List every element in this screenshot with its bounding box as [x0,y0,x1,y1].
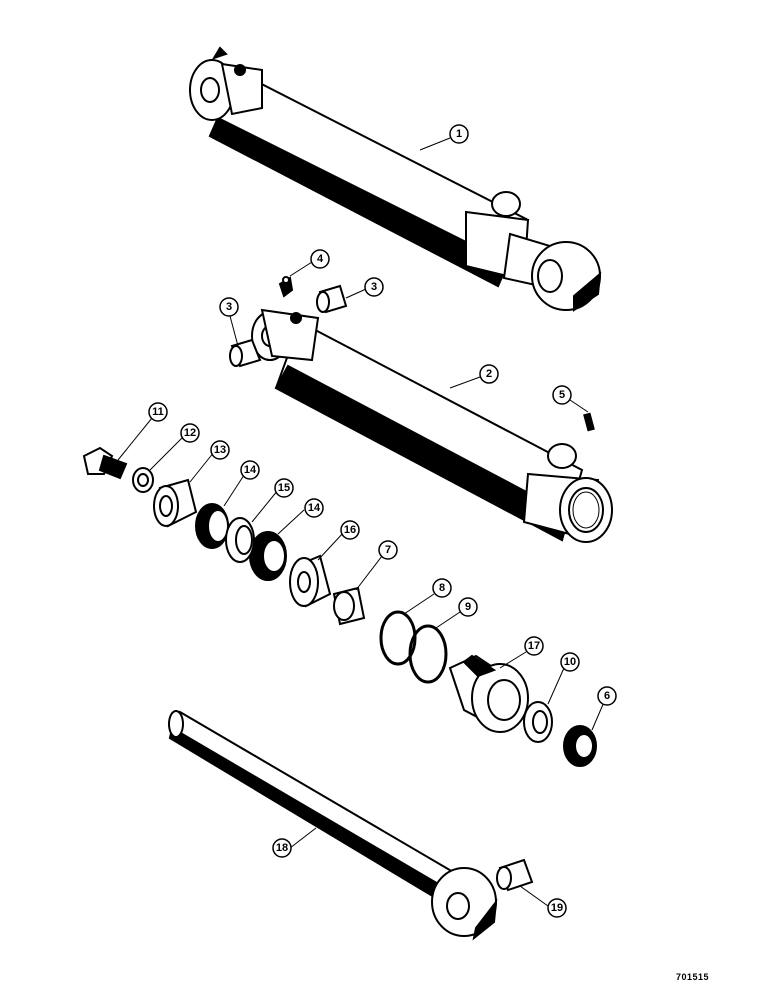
part-3-bushing-lower [229,338,262,368]
svg-text:14: 14 [308,502,321,514]
callout-5: 5 [552,385,572,405]
svg-text:4: 4 [317,253,324,265]
callout-18: 18 [272,838,292,858]
svg-text:7: 7 [385,544,391,556]
svg-text:17: 17 [528,640,540,652]
svg-text:5: 5 [559,389,565,401]
callout-13: 13 [210,440,230,460]
callout-16: 16 [340,520,360,540]
part-13-piston [153,478,198,528]
svg-text:18: 18 [276,842,288,854]
callout-15: 15 [274,478,294,498]
svg-text:12: 12 [184,427,196,439]
callout-2: 2 [479,364,499,384]
part-19-bushing [496,858,534,892]
svg-text:6: 6 [604,690,610,702]
callout-3-upper: 3 [364,277,384,297]
svg-text:10: 10 [564,656,576,668]
svg-text:9: 9 [465,601,471,613]
part-6-snap-ring [563,725,597,767]
svg-text:14: 14 [244,464,257,476]
svg-text:8: 8 [439,582,445,594]
callout-7: 7 [378,540,398,560]
callout-10: 10 [560,652,580,672]
svg-text:13: 13 [214,444,226,456]
part-4-grease-fitting [278,276,294,298]
part-9-backup-ring [408,624,448,684]
callout-14-left: 14 [240,460,260,480]
part-10-wiper [523,701,553,743]
part-5-set-screw [583,412,595,432]
callout-1: 1 [449,124,469,144]
part-1-cylinder-assembly [189,46,602,312]
callout-6: 6 [597,686,617,706]
svg-text:16: 16 [344,524,356,536]
part-11-bolt [82,446,128,480]
callout-17: 17 [524,636,544,656]
callout-4: 4 [310,249,330,269]
leader-lines [117,137,605,907]
part-15-wear-ring [225,517,255,563]
callout-3-lower: 3 [219,297,239,317]
callout-8: 8 [432,578,452,598]
part-14-seal-left [195,503,229,549]
part-16-piston-half [289,554,332,608]
part-14-seal-right [249,531,287,581]
figure-code: 701515 [676,972,710,982]
svg-text:1: 1 [456,128,462,140]
callouts: 1 2 3 3 4 5 6 7 8 9 10 11 12 13 14 14 15… [148,124,617,918]
callout-14-right: 14 [304,498,324,518]
svg-text:11: 11 [152,406,164,418]
svg-text:3: 3 [371,281,377,293]
callout-19: 19 [547,898,567,918]
part-7-spacer [332,586,366,626]
part-12-washer [132,467,154,493]
svg-text:19: 19 [551,902,563,914]
callout-11: 11 [148,402,168,422]
svg-text:15: 15 [278,482,290,494]
svg-text:3: 3 [226,301,232,313]
part-8-o-ring [379,610,417,666]
callout-9: 9 [458,597,478,617]
callout-12: 12 [180,423,200,443]
part-18-piston-rod [168,710,498,941]
svg-text:2: 2 [486,368,492,380]
part-3-bushing-upper [316,284,348,314]
part-17-gland [448,654,529,733]
part-2-cylinder-barrel [251,308,613,543]
